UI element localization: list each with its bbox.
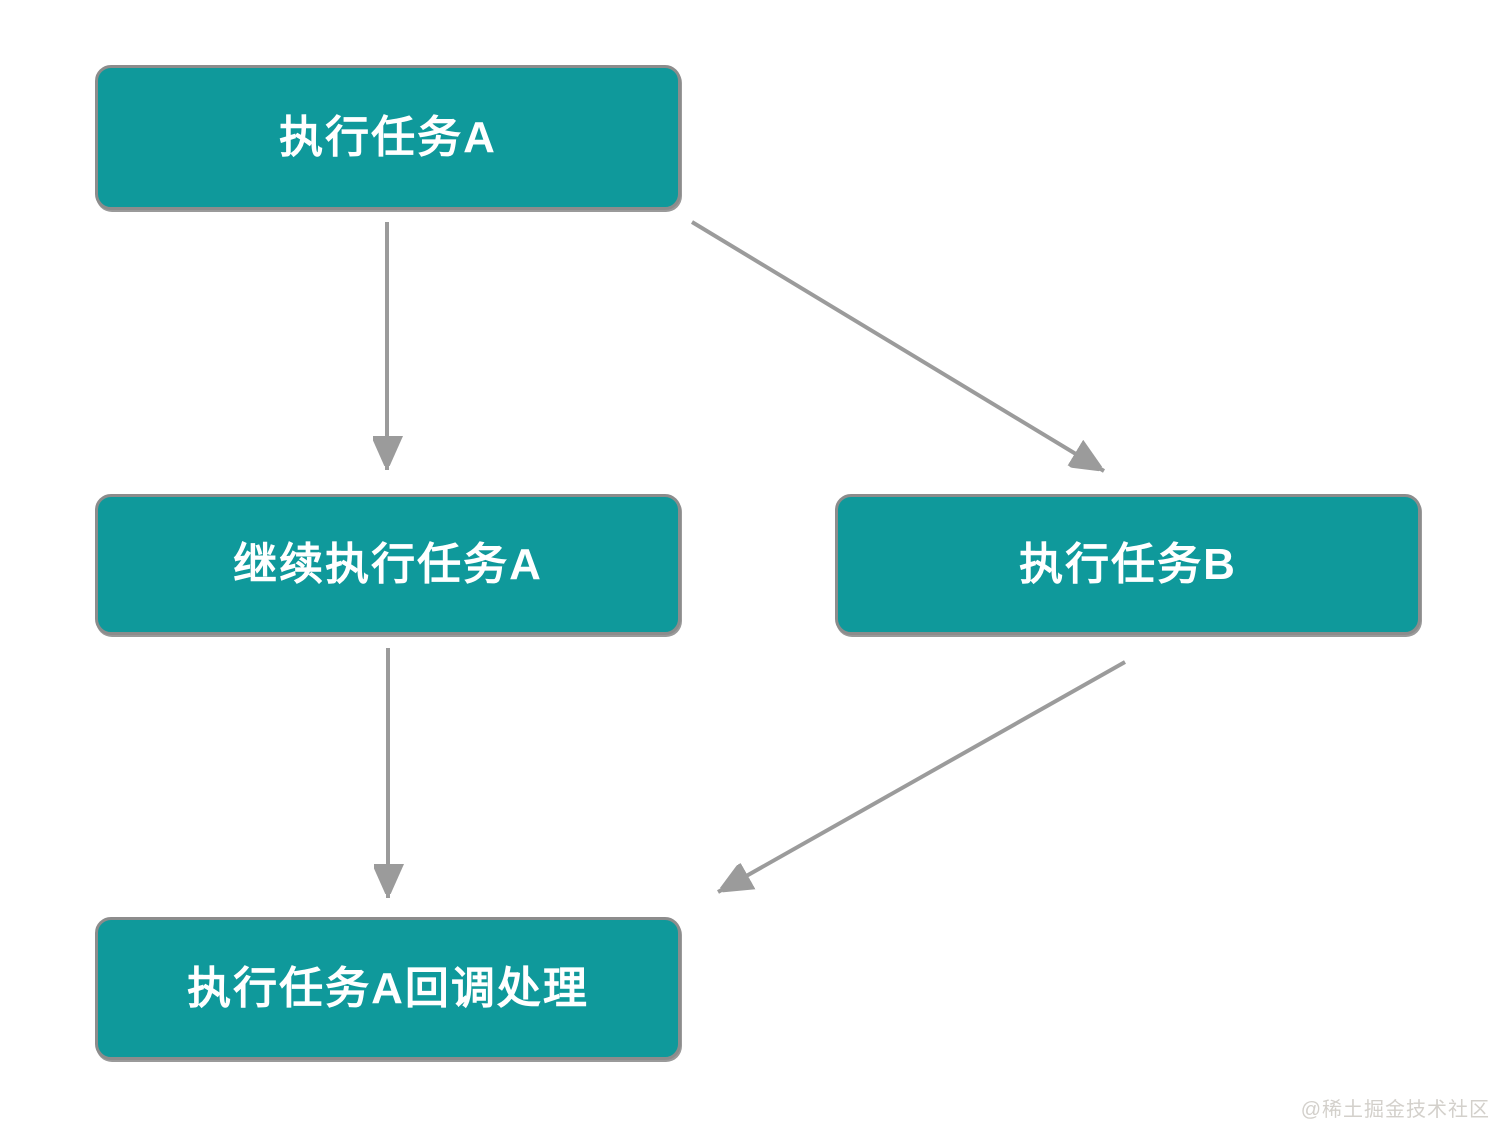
node-task-a: 执行任务A — [95, 65, 681, 210]
node-task-a-callback-label: 执行任务A回调处理 — [187, 963, 589, 1013]
node-task-b-label: 执行任务B — [1019, 539, 1237, 589]
arrow-task-b-to-task-a-callback — [718, 660, 1126, 894]
node-continue-task-a: 继续执行任务A — [95, 494, 681, 635]
node-task-a-callback: 执行任务A回调处理 — [95, 917, 681, 1060]
node-task-a-label: 执行任务A — [279, 112, 497, 162]
node-task-b: 执行任务B — [835, 494, 1421, 635]
arrow-task-a-to-task-b — [690, 220, 1104, 473]
watermark: @稀土掘金技术社区 — [1300, 1099, 1490, 1121]
node-continue-task-a-label: 继续执行任务A — [233, 539, 543, 589]
